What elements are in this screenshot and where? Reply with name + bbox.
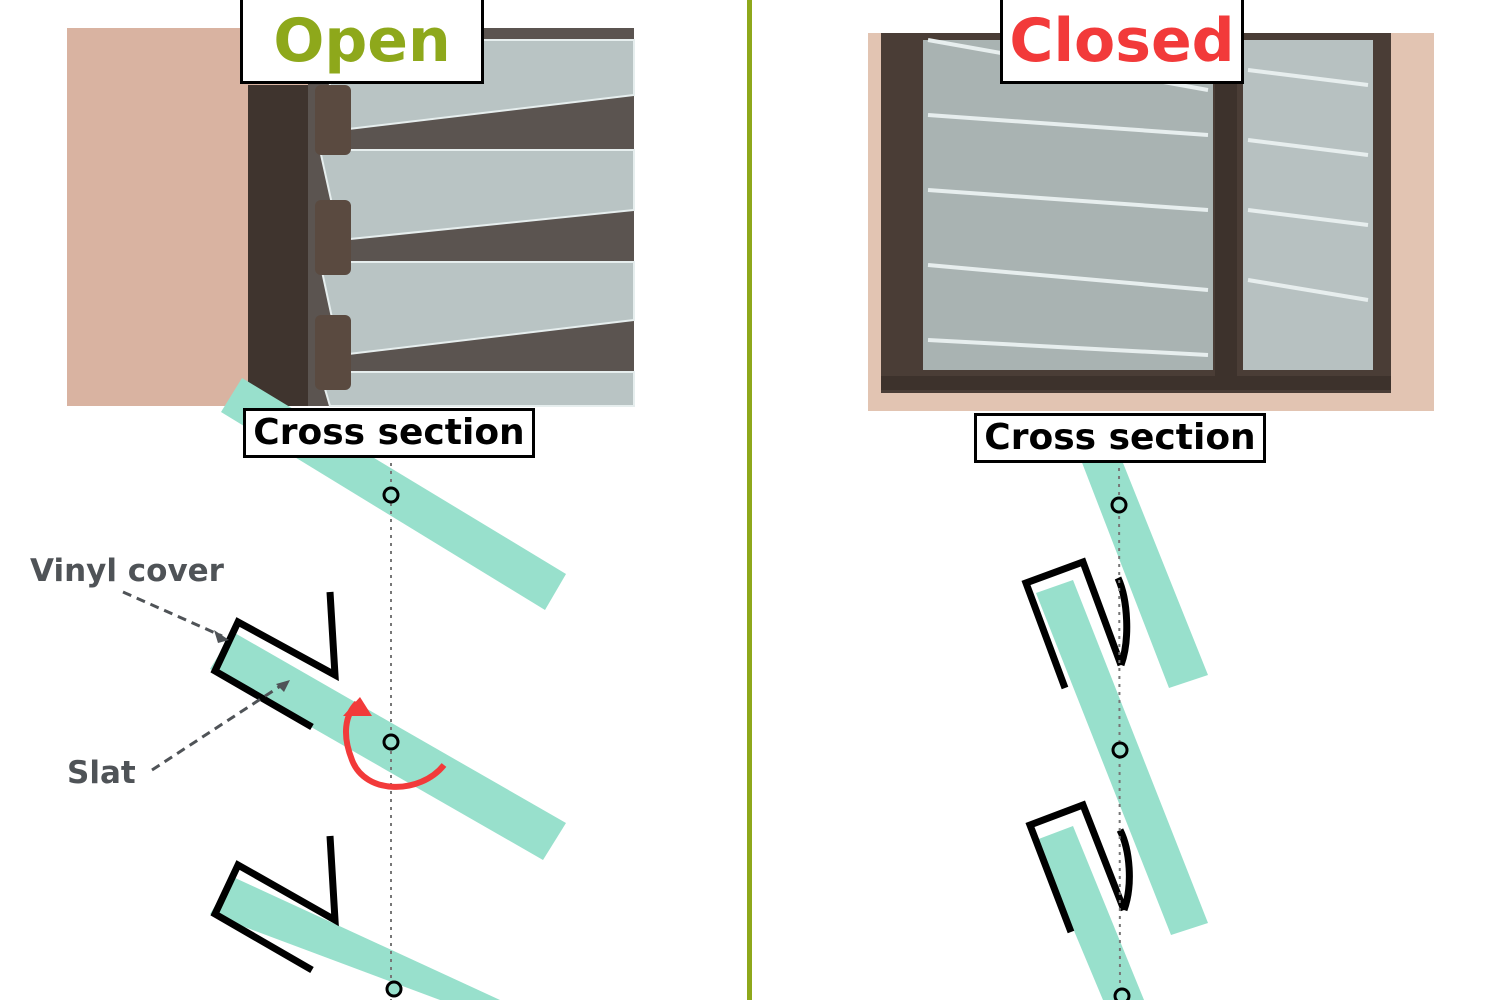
panel-divider [747, 0, 752, 1000]
closed-vinyl-lip-upper [1114, 576, 1131, 667]
closed-pivot-points [1110, 496, 1131, 1000]
vinyl-cover-middle [210, 591, 339, 731]
vinyl-arrowhead-icon [214, 630, 229, 643]
closed-slat-bottom [1036, 826, 1144, 1000]
closed-title: Closed [1000, 0, 1244, 84]
open-title: Open [240, 0, 484, 84]
slat-arrowhead-icon [276, 680, 290, 692]
slat-arrow [151, 683, 283, 772]
closed-panel: Closed Cross section [753, 0, 1500, 1000]
open-diagram [67, 28, 635, 1000]
closed-vinyl-cover-lower [1025, 800, 1128, 934]
closed-vinyl-cover-upper [1021, 557, 1125, 690]
callout-arrows [122, 590, 283, 772]
vinyl-cover-callout: Vinyl cover [30, 553, 224, 589]
closed-vinyl-covers [1021, 557, 1133, 934]
closed-cross-section-label: Cross section [974, 413, 1266, 463]
vinyl-cover-arrow [122, 590, 223, 638]
slat-callout: Slat [67, 755, 136, 791]
rotation-arrow [343, 697, 447, 790]
pivot-points [382, 486, 403, 998]
slat-bottom [210, 877, 500, 1000]
open-panel: Open Cross section Vinyl cover Slat [0, 0, 747, 1000]
open-slats [210, 378, 566, 1000]
open-vinyl-covers [210, 591, 339, 974]
open-cross-section-label: Cross section [243, 408, 535, 458]
closed-louver-photo [868, 33, 1434, 411]
open-louver-photo [67, 28, 635, 407]
closed-pivot-axis-line [1118, 459, 1121, 1000]
vinyl-cover-bottom [210, 835, 339, 974]
closed-vinyl-lip-lower [1116, 828, 1133, 912]
closed-diagram [868, 33, 1434, 1000]
